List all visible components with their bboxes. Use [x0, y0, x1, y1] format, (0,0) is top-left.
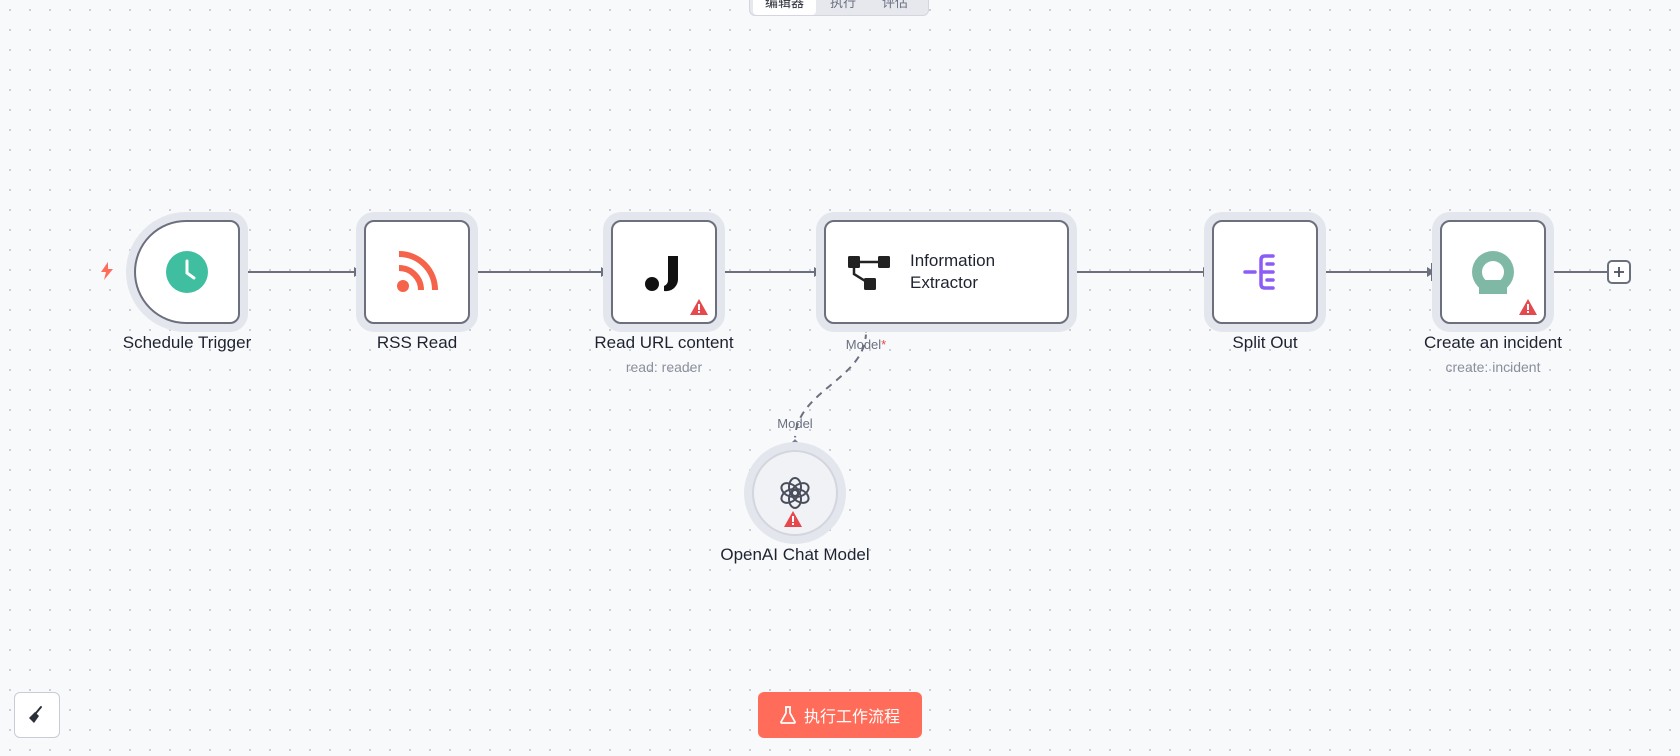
- trigger-bolt-icon: [101, 262, 113, 280]
- node-sublabel: read: reader: [625, 359, 703, 375]
- broom-icon: [29, 706, 42, 723]
- extractor-icon: [848, 256, 890, 290]
- plus-icon: [1614, 267, 1624, 277]
- model-input-label: Model*: [845, 337, 887, 352]
- edge-model-to-extractor: [794, 331, 867, 441]
- node-schedule-trigger[interactable]: [134, 220, 240, 324]
- warning-icon: [784, 511, 802, 527]
- jina-icon: [645, 256, 678, 292]
- input-handle: [1431, 263, 1438, 281]
- warning-icon: [690, 299, 708, 315]
- input-handle: [358, 263, 365, 281]
- tidy-up-button[interactable]: [14, 692, 60, 738]
- tab-evaluations[interactable]: 评估: [882, 0, 909, 10]
- execute-workflow-label: 执行工作流程: [803, 709, 900, 726]
- node-openai-chat-model[interactable]: [752, 450, 838, 536]
- node-read-url-content[interactable]: [611, 220, 717, 324]
- node-information-extractor[interactable]: Information Extractor: [824, 220, 1069, 324]
- model-output-label: Model: [777, 416, 813, 431]
- node-label: RSS Read: [376, 333, 458, 352]
- view-tabs: 编辑器 执行 评估: [749, 0, 929, 16]
- input-handle: [1207, 263, 1214, 281]
- node-label: Read URL content: [594, 333, 734, 352]
- node-rss-read[interactable]: [364, 220, 470, 324]
- node-sublabel: create: incident: [1445, 359, 1541, 375]
- add-node-button[interactable]: [1607, 260, 1631, 284]
- input-handle: [818, 263, 825, 281]
- node-split-out[interactable]: [1212, 220, 1318, 324]
- warning-icon: [1519, 299, 1537, 315]
- node-title: Information Extractor: [910, 251, 996, 292]
- node-label: Split Out: [1232, 333, 1298, 352]
- node-label: Schedule Trigger: [122, 333, 252, 352]
- split-out-icon: [1243, 254, 1275, 290]
- rss-icon: [397, 251, 438, 292]
- input-handle: [605, 263, 612, 281]
- node-create-incident[interactable]: [1440, 220, 1546, 324]
- tab-executions[interactable]: 执行: [830, 0, 857, 10]
- execute-workflow-button[interactable]: 执行工作流程: [758, 692, 922, 738]
- node-label: OpenAI Chat Model: [720, 545, 870, 564]
- incident-icon: [1472, 251, 1514, 294]
- node-label: Create an incident: [1424, 333, 1562, 352]
- tab-editor[interactable]: 编辑器: [753, 0, 817, 15]
- clock-icon: [166, 251, 208, 293]
- openai-icon: [780, 477, 810, 509]
- flask-icon: [780, 706, 796, 724]
